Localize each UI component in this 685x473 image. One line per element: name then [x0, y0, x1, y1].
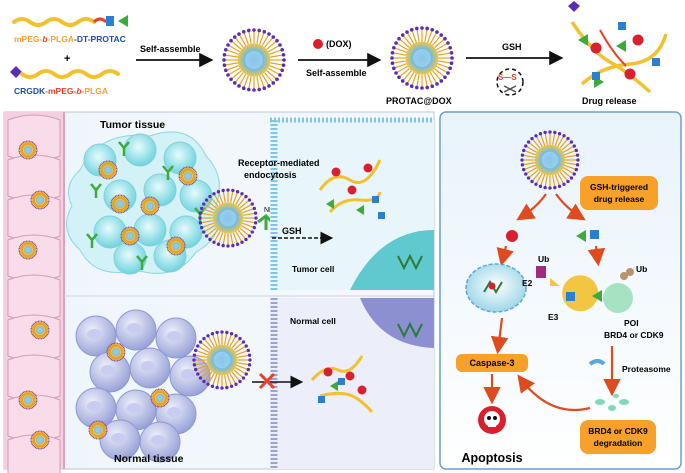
dox-star-icon	[313, 39, 323, 49]
protac-blue-block	[652, 58, 660, 66]
gsh-label-top: GSH	[502, 42, 522, 52]
released-drugs-tumor	[318, 159, 385, 219]
gsh-trigger-label-1: GSH-triggered	[590, 182, 648, 192]
protac-dox-label: PROTAC@DOX	[386, 96, 452, 106]
e3-label: E3	[548, 312, 559, 322]
tumor-cells	[83, 133, 213, 275]
receptor-label-2: endocytosis	[244, 170, 297, 180]
tumor-cell-label: Tumor cell	[292, 264, 334, 274]
top-row: mPEG-b-PLGA-DT-PROTAC + CRGDK-mPEG-b-PLG…	[10, 1, 668, 106]
self-assemble-label-2: Self-assemble	[306, 68, 367, 78]
protac-green-triangle	[578, 34, 588, 46]
disulfide-label: S—S	[498, 73, 517, 82]
protac-green-triangle	[616, 40, 626, 52]
nanoparticle-at-tumor	[198, 188, 258, 248]
skull-icon	[478, 406, 506, 434]
gsh-trigger-label-2: drug release	[594, 194, 645, 204]
protac-blue-block	[106, 16, 114, 26]
dox-molecule	[590, 42, 602, 54]
dox-molecule	[506, 230, 518, 242]
mechanism-panel: GSH-triggered drug release Ub E2 E3 Ub P…	[439, 111, 682, 470]
tissue-panel: Tumor tissue NRP-1 Receptor-mediated end…	[3, 111, 435, 473]
e2-label: E2	[522, 278, 533, 288]
nanoparticle-right	[520, 130, 580, 190]
poi-label: POI	[624, 318, 639, 328]
blocked-x-icon	[258, 372, 276, 390]
caspase-label: Caspase-3	[469, 358, 514, 368]
degradation-label-1: BRD4 or CDK9	[588, 426, 648, 436]
tumor-tissue-label: Tumor tissue	[100, 119, 165, 131]
protac-green-triangle	[576, 230, 586, 242]
crgdk-diamond	[10, 66, 22, 78]
proteasome-icon	[588, 359, 606, 366]
crgdk-diamond	[568, 1, 580, 12]
empty-nanoparticle	[222, 28, 286, 92]
ubiquitin-block	[536, 266, 546, 278]
dox-label: (DOX)	[326, 39, 352, 49]
receptor-label-1: Receptor-mediated	[238, 158, 320, 168]
normal-cells	[75, 309, 211, 463]
protac-blue-block	[590, 230, 599, 239]
polymer-label-1: mPEG-b-PLGA-DT-PROTAC	[14, 34, 126, 44]
e3-ligase-shape	[562, 275, 599, 312]
protac-green-triangle	[118, 15, 128, 27]
drug-release-label: Drug release	[582, 96, 637, 106]
apoptosis-label: Apoptosis	[461, 451, 522, 465]
proteasome-label: Proteasome	[622, 364, 671, 374]
disulfide-cleavage-icon	[496, 68, 524, 96]
ub-label-2: Ub	[636, 264, 647, 274]
caspase-badge	[456, 354, 528, 372]
nanoparticle-at-normal	[192, 330, 252, 390]
protac-dox-nanoparticle	[390, 26, 454, 90]
plus-sign: +	[64, 53, 70, 65]
polymer-chain-1	[12, 17, 96, 27]
poi-shape	[603, 283, 633, 313]
normal-dna-icon	[397, 321, 423, 339]
polymer-label-2: CRGDK-mPEG-b-PLGA	[14, 86, 108, 96]
degradation-label-2: degradation	[594, 438, 643, 448]
polymer-chain-2	[20, 69, 120, 79]
normal-cell-label: Normal cell	[290, 316, 336, 326]
degradation-badge	[580, 420, 656, 454]
gsh-trigger-badge	[580, 176, 658, 210]
tumor-dna-icon	[397, 253, 423, 271]
protac-blue-block	[592, 72, 600, 80]
tumor-nucleus	[350, 230, 434, 290]
dox-molecule	[624, 68, 636, 80]
poi-targets-label: BRD4 or CDK9	[604, 330, 664, 340]
degraded-fragments	[595, 394, 629, 411]
protac-blue-block	[618, 22, 626, 30]
scissors-icon	[503, 85, 517, 93]
drug-cluster-normal	[310, 355, 374, 413]
self-assemble-label-1: Self-assemble	[140, 44, 201, 54]
dox-molecule	[632, 34, 644, 46]
endothelial-cells	[7, 114, 61, 473]
normal-tissue-label: Normal tissue	[114, 453, 184, 465]
nucleus-vesicle	[465, 263, 527, 313]
gsh-label-tumor: GSH	[282, 226, 302, 236]
ub-label-1: Ub	[538, 254, 549, 264]
drug-release-cluster	[568, 1, 668, 94]
